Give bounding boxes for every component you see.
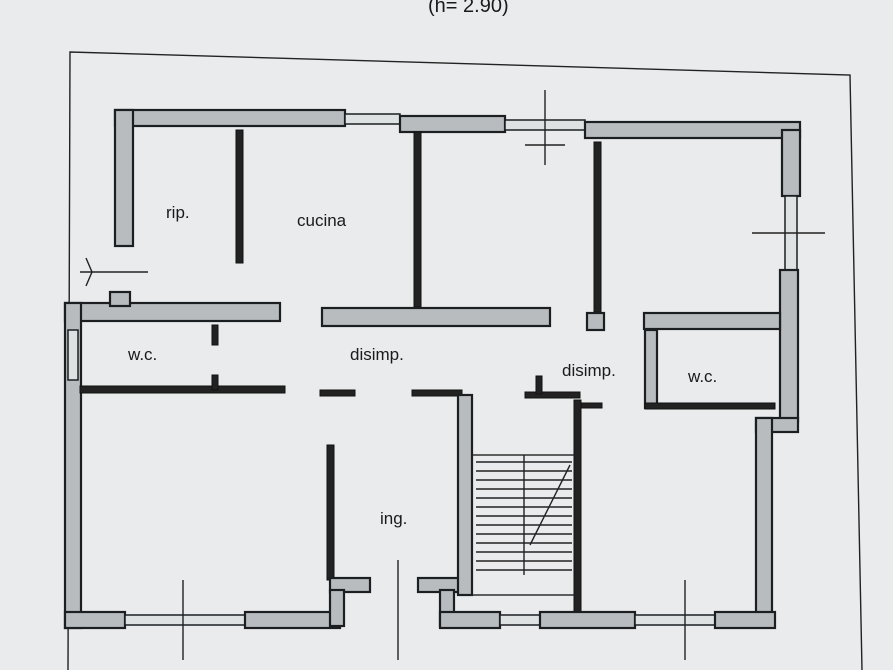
height-note: (h= 2.90) xyxy=(428,0,509,17)
walls xyxy=(63,108,802,630)
staircase xyxy=(471,454,577,596)
axis-marks xyxy=(80,90,825,660)
room-label-kitchen: cucina xyxy=(297,211,347,230)
room-label-wc-left: w.c. xyxy=(127,345,157,364)
room-label-storage: rip. xyxy=(166,203,190,222)
room-label-hall-left: disimp. xyxy=(350,345,404,364)
room-label-hall-right: disimp. xyxy=(562,361,616,380)
room-label-entrance: ing. xyxy=(380,509,407,528)
room-label-wc-right: w.c. xyxy=(687,367,717,386)
